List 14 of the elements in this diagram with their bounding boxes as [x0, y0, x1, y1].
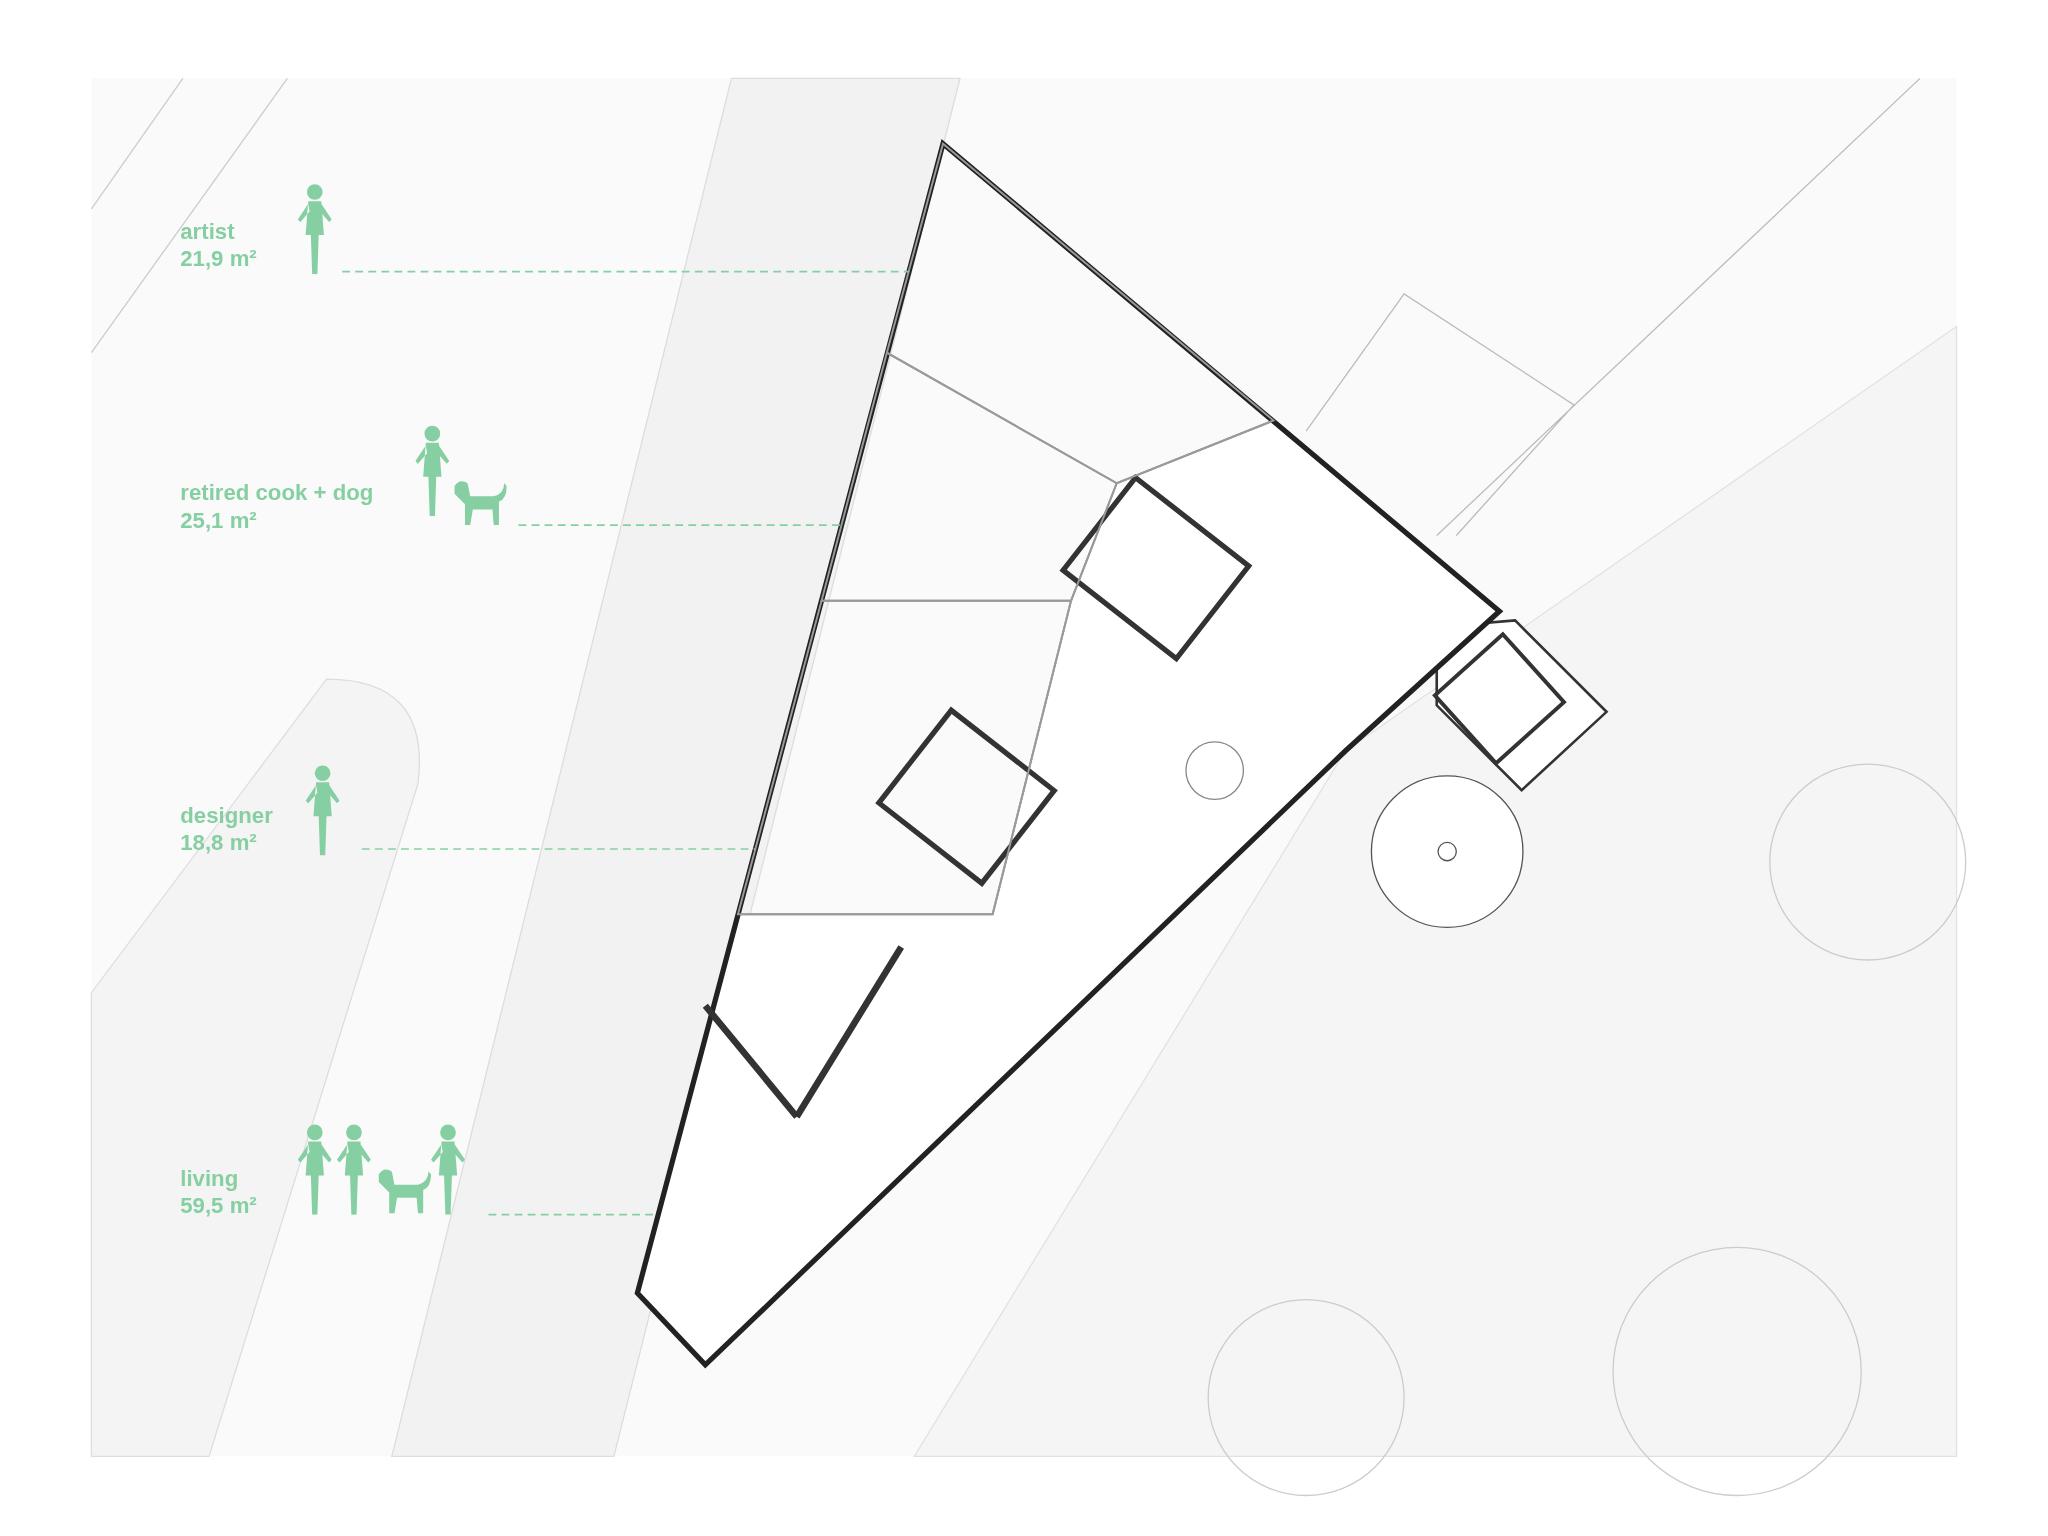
room-outline [820, 351, 1118, 602]
area-label: 59,5 m² [180, 1193, 257, 1219]
room-label: retired cook + dog [180, 480, 374, 506]
room-outline [885, 141, 1276, 485]
room-label: designer [180, 803, 273, 829]
room-label: living [180, 1166, 239, 1192]
leader-line [360, 848, 756, 850]
leader-line [341, 270, 910, 273]
area-label: 21,9 m² [180, 246, 257, 272]
room-label: artist [180, 219, 235, 245]
room-outline [736, 599, 1073, 916]
area-label: 25,1 m² [180, 508, 257, 533]
area-label: 18,8 m² [180, 830, 257, 856]
leader-line [517, 524, 842, 526]
